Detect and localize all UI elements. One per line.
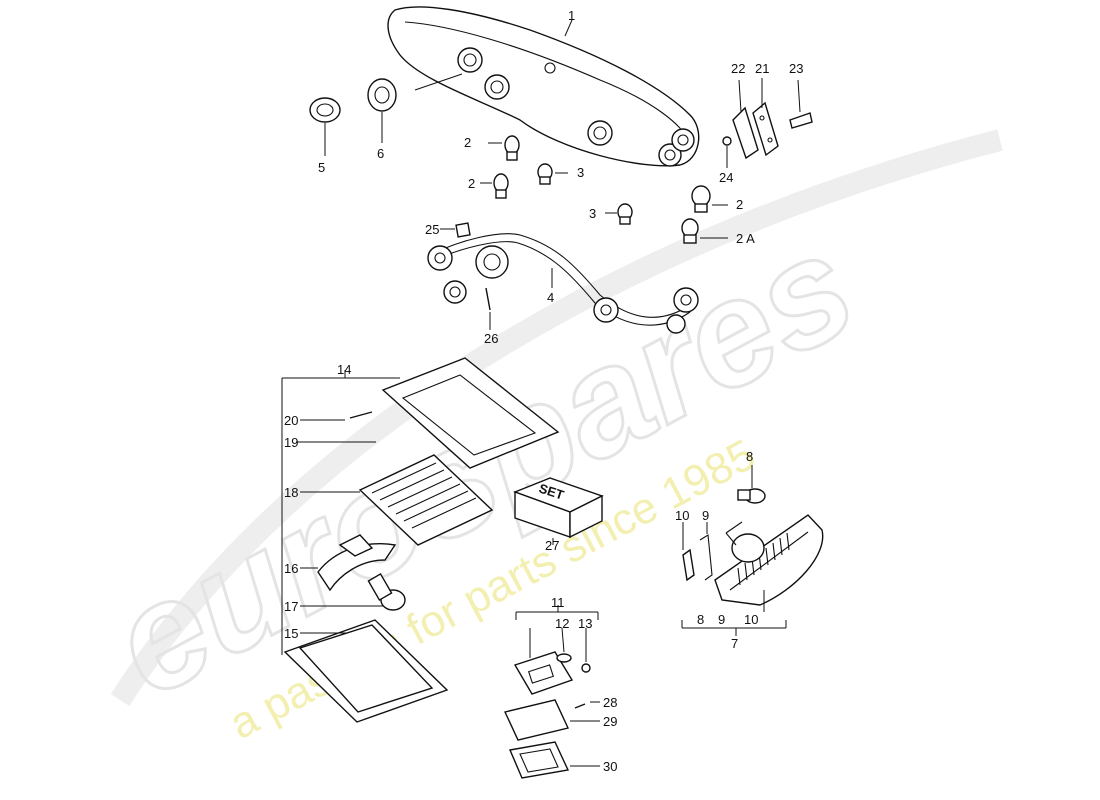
callout-5: 5 <box>318 160 325 175</box>
callout-7: 7 <box>731 636 738 651</box>
callout-18: 18 <box>284 485 298 500</box>
callout-2A: 2 A <box>736 231 755 246</box>
callout-17: 17 <box>284 599 298 614</box>
part-2-bulb-middle <box>480 173 509 199</box>
callout-3-upper: 3 <box>577 165 584 180</box>
callout-22: 22 <box>731 61 745 76</box>
callout-10-top: 10 <box>675 508 689 523</box>
callout-6: 6 <box>377 146 384 161</box>
part-10-nut <box>682 522 695 582</box>
group-7-bracket <box>681 620 787 636</box>
callout-labels: 1 2 2 2 2 A 3 3 4 5 6 7 8 8 9 9 10 10 11… <box>284 8 803 774</box>
callout-28: 28 <box>603 695 617 710</box>
part-20-screw <box>300 411 373 421</box>
callout-2-upper: 2 <box>464 135 471 150</box>
part-5-nut <box>309 97 341 156</box>
callout-8-bottom: 8 <box>697 612 704 627</box>
part-17-bulb <box>300 573 406 611</box>
part-2A-bulb <box>681 218 728 244</box>
part-30-seal <box>509 741 600 779</box>
part-7-side-marker <box>714 514 824 612</box>
callout-24: 24 <box>719 170 733 185</box>
part-27-box: SET <box>513 477 604 545</box>
side-marker-guide-line <box>725 521 743 546</box>
callout-2-middle: 2 <box>468 176 475 191</box>
callout-19: 19 <box>284 435 298 450</box>
callout-16: 16 <box>284 561 298 576</box>
part-22-gasket <box>732 79 759 160</box>
callout-9-bottom: 9 <box>718 612 725 627</box>
callout-23: 23 <box>789 61 803 76</box>
part-2-bulb-upper <box>488 135 520 161</box>
callout-21: 21 <box>755 61 769 76</box>
part-24-washer <box>722 136 732 168</box>
callout-2-right: 2 <box>736 197 743 212</box>
part-2-bulb-right <box>691 185 728 213</box>
part-23-screw <box>789 79 813 129</box>
part-21-bracket <box>752 78 779 157</box>
part-3-bulb-lower <box>605 203 633 225</box>
callout-20: 20 <box>284 413 298 428</box>
part-28-screw <box>574 701 600 709</box>
group-11-bracket <box>515 605 599 620</box>
callout-26: 26 <box>484 331 498 346</box>
callout-27: 27 <box>545 538 559 553</box>
callout-13: 13 <box>578 616 592 631</box>
callout-4: 4 <box>547 290 554 305</box>
watermark-brand: eurospares <box>86 200 879 728</box>
part-26-screw <box>485 287 491 330</box>
part-4-wiring-harness <box>427 233 699 334</box>
part-8-bulb <box>737 465 766 504</box>
part-18-lens <box>300 454 494 546</box>
callout-12: 12 <box>555 616 569 631</box>
part-11-license-lamp <box>513 628 574 695</box>
part-3-bulb-upper <box>537 163 568 185</box>
part-25-clip <box>440 222 471 238</box>
part-1-lamp-housing <box>387 6 700 167</box>
callout-1: 1 <box>568 8 575 23</box>
part-19-frame <box>296 357 560 469</box>
callout-14: 14 <box>337 362 351 377</box>
part-15-housing <box>283 619 449 723</box>
part-29-lens <box>504 699 600 741</box>
box-label: SET <box>537 481 566 503</box>
callout-29: 29 <box>603 714 617 729</box>
callout-25: 25 <box>425 222 439 237</box>
callout-8-top: 8 <box>746 449 753 464</box>
callout-10-bottom: 10 <box>744 612 758 627</box>
part-12-bulb <box>556 627 572 663</box>
callout-3-lower: 3 <box>589 206 596 221</box>
group-14-bracket <box>281 370 400 655</box>
part-13-screw <box>581 628 591 673</box>
callout-30: 30 <box>603 759 617 774</box>
callout-15: 15 <box>284 626 298 641</box>
callout-9-top: 9 <box>702 508 709 523</box>
part-9-clip <box>699 522 713 581</box>
part-6-grommet <box>367 78 397 143</box>
callout-11: 11 <box>551 595 565 610</box>
part-16-socket <box>300 534 397 592</box>
